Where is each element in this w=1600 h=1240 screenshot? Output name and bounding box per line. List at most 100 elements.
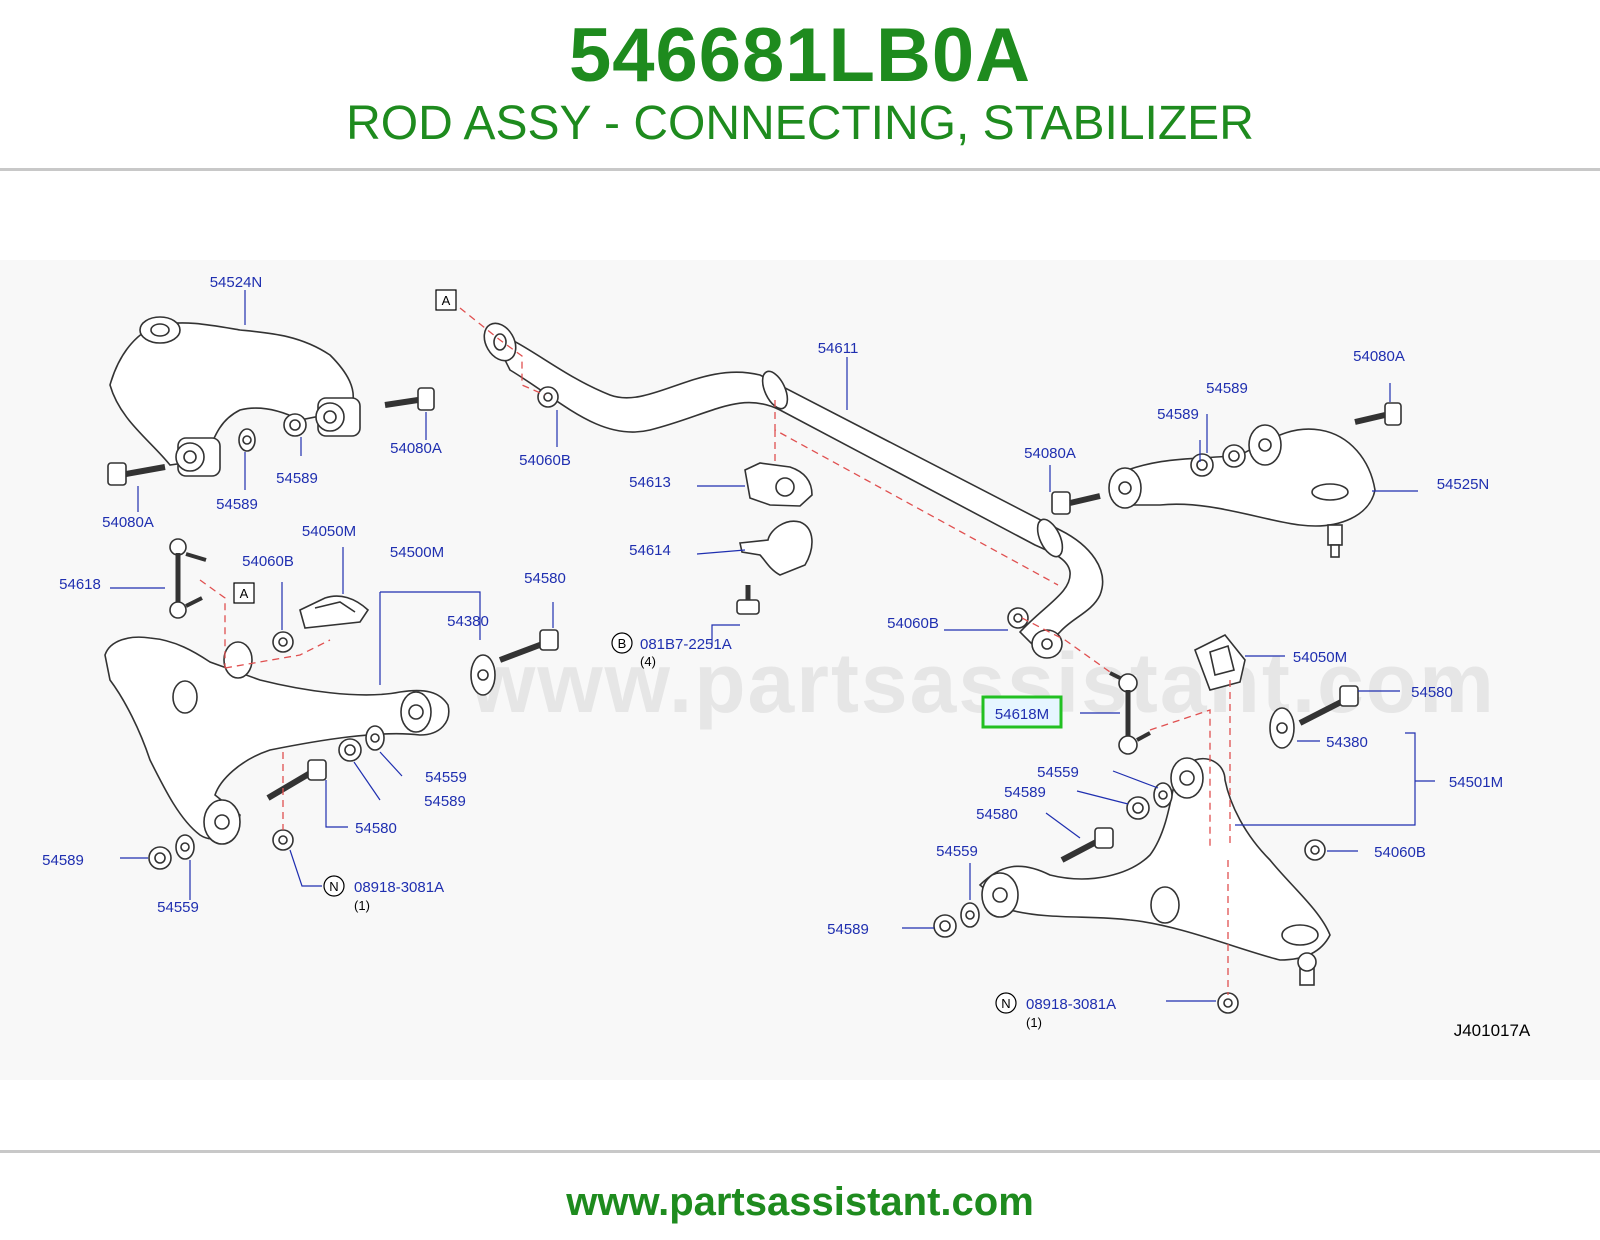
label-54580[interactable]: 54580 bbox=[1411, 684, 1453, 701]
label-08918-3081A[interactable]: 08918-3081A bbox=[354, 879, 444, 896]
label-54618M-highlighted[interactable]: 54618M bbox=[995, 706, 1049, 723]
upper-link-left[interactable] bbox=[109, 316, 361, 477]
connecting-rod-54618[interactable] bbox=[169, 538, 207, 619]
label-54589[interactable]: 54589 bbox=[216, 496, 258, 513]
label-54580[interactable]: 54580 bbox=[524, 570, 566, 587]
label-54524N[interactable]: 54524N bbox=[210, 274, 263, 291]
label-54614[interactable]: 54614 bbox=[629, 542, 671, 559]
label-08918-3081A[interactable]: 08918-3081A bbox=[1026, 996, 1116, 1013]
bolt-54580-left-lower[interactable] bbox=[266, 759, 327, 801]
part-number-title: 546681LB0A bbox=[568, 13, 1032, 98]
nut-08918-3081A-left[interactable] bbox=[272, 829, 294, 851]
label-54060B[interactable]: 54060B bbox=[242, 553, 294, 570]
svg-text:N: N bbox=[1001, 996, 1010, 1011]
label-54589[interactable]: 54589 bbox=[42, 852, 84, 869]
label-54580[interactable]: 54580 bbox=[355, 820, 397, 837]
label-54559[interactable]: 54559 bbox=[936, 843, 978, 860]
part-name-subtitle: ROD ASSY - CONNECTING, STABILIZER bbox=[346, 97, 1254, 150]
bolt-54580-left-upper[interactable] bbox=[498, 629, 559, 663]
label-54380[interactable]: 54380 bbox=[447, 613, 489, 630]
label-qty-4: (4) bbox=[640, 654, 656, 669]
label-54559[interactable]: 54559 bbox=[1037, 764, 1079, 781]
bumper-54050M-right[interactable] bbox=[1193, 633, 1246, 691]
nut-54589-left-lower-mid[interactable] bbox=[338, 738, 362, 762]
nut-54589-right-upper-arm[interactable] bbox=[1126, 796, 1150, 820]
clamp-54614[interactable] bbox=[739, 520, 813, 576]
label-54559[interactable]: 54559 bbox=[425, 769, 467, 786]
label-54080A[interactable]: 54080A bbox=[1024, 445, 1076, 462]
label-54501M[interactable]: 54501M bbox=[1449, 774, 1503, 791]
label-54589[interactable]: 54589 bbox=[827, 921, 869, 938]
washer-54559-left-lower[interactable] bbox=[175, 834, 195, 860]
label-54525N[interactable]: 54525N bbox=[1437, 476, 1490, 493]
svg-text:A: A bbox=[240, 586, 249, 601]
label-54611[interactable]: 54611 bbox=[818, 340, 859, 357]
callout-A-top: A bbox=[435, 289, 457, 311]
bolt-54580-right-upper[interactable] bbox=[1298, 685, 1359, 726]
nut-54060B-right-arm[interactable] bbox=[1304, 839, 1326, 861]
lower-link-left[interactable] bbox=[104, 636, 450, 845]
label-54613[interactable]: 54613 bbox=[629, 474, 671, 491]
bumper-54050M-left[interactable] bbox=[299, 595, 370, 629]
highlight-box-54618M bbox=[981, 695, 1063, 729]
label-qty-1: (1) bbox=[354, 898, 370, 913]
callout-B: B bbox=[611, 632, 633, 654]
nut-54589-right-mid[interactable] bbox=[1190, 453, 1214, 477]
label-54559[interactable]: 54559 bbox=[157, 899, 199, 916]
upper-link-right[interactable] bbox=[1108, 424, 1376, 558]
label-54589[interactable]: 54589 bbox=[1157, 406, 1199, 423]
label-54050M[interactable]: 54050M bbox=[302, 523, 356, 540]
footer-url-link[interactable]: www.partsassistant.com bbox=[566, 1180, 1034, 1224]
bolt-54080A-right-upper[interactable] bbox=[1354, 402, 1402, 426]
stabilizer-bar[interactable] bbox=[478, 318, 1104, 659]
bushing-54613[interactable] bbox=[744, 462, 813, 507]
svg-text:N: N bbox=[329, 879, 338, 894]
washer-54380-left[interactable] bbox=[470, 654, 496, 696]
bolt-54080A-right-lower[interactable] bbox=[1051, 491, 1101, 515]
nut-08918-3081A-right[interactable] bbox=[1217, 992, 1239, 1014]
connecting-rod-54618M-highlighted[interactable] bbox=[1109, 671, 1151, 755]
label-54500M[interactable]: 54500M bbox=[390, 544, 444, 561]
leader-lines bbox=[110, 290, 1435, 1002]
label-qty-1: (1) bbox=[1026, 1015, 1042, 1030]
nut-54060B-left-link[interactable] bbox=[272, 631, 294, 653]
washer-54559-left-mid[interactable] bbox=[365, 725, 385, 751]
label-54060B[interactable]: 54060B bbox=[519, 452, 571, 469]
washer-54380-right[interactable] bbox=[1269, 707, 1295, 749]
nut-54060B-right-link[interactable] bbox=[1007, 607, 1029, 629]
nut-54060B-bar-end[interactable] bbox=[537, 386, 559, 408]
label-081B7-2251A[interactable]: 081B7-2251A bbox=[640, 636, 732, 653]
bolt-54080A-left-lower[interactable] bbox=[107, 462, 166, 486]
label-54080A[interactable]: 54080A bbox=[102, 514, 154, 531]
assembly-dashed-lines bbox=[199, 307, 1231, 995]
label-54050M[interactable]: 54050M bbox=[1293, 649, 1347, 666]
label-54589[interactable]: 54589 bbox=[1206, 380, 1248, 397]
label-54580[interactable]: 54580 bbox=[976, 806, 1018, 823]
bolt-54580-right-lower[interactable] bbox=[1060, 827, 1114, 863]
bolt-081B7-2251A[interactable] bbox=[736, 585, 760, 615]
nut-54589-left-upper[interactable] bbox=[283, 413, 307, 437]
label-54080A[interactable]: 54080A bbox=[1353, 348, 1405, 365]
nut-54589-right-upper[interactable] bbox=[1222, 444, 1246, 468]
callout-N-left: N bbox=[323, 875, 345, 897]
callout-N-right: N bbox=[995, 992, 1017, 1014]
washer-54559-right-lower[interactable] bbox=[960, 902, 980, 928]
header-divider bbox=[0, 168, 1600, 171]
bolt-54080A-left-upper[interactable] bbox=[384, 387, 435, 411]
washer-54589-left-upper[interactable] bbox=[238, 428, 256, 452]
label-54380[interactable]: 54380 bbox=[1326, 734, 1368, 751]
nut-54589-right-lower[interactable] bbox=[933, 914, 957, 938]
label-54618[interactable]: 54618 bbox=[59, 576, 101, 593]
figure-code: J401017A bbox=[1454, 1021, 1531, 1040]
label-54589[interactable]: 54589 bbox=[424, 793, 466, 810]
washer-54559-right-upper[interactable] bbox=[1153, 782, 1173, 808]
lower-link-right[interactable] bbox=[978, 757, 1331, 986]
nut-54589-left-lower[interactable] bbox=[148, 846, 172, 870]
label-54060B[interactable]: 54060B bbox=[887, 615, 939, 632]
footer-divider bbox=[0, 1150, 1600, 1153]
label-54589[interactable]: 54589 bbox=[1004, 784, 1046, 801]
label-54589[interactable]: 54589 bbox=[276, 470, 318, 487]
label-54080A[interactable]: 54080A bbox=[390, 440, 442, 457]
callout-A-left: A bbox=[233, 582, 255, 604]
label-54060B[interactable]: 54060B bbox=[1374, 844, 1426, 861]
